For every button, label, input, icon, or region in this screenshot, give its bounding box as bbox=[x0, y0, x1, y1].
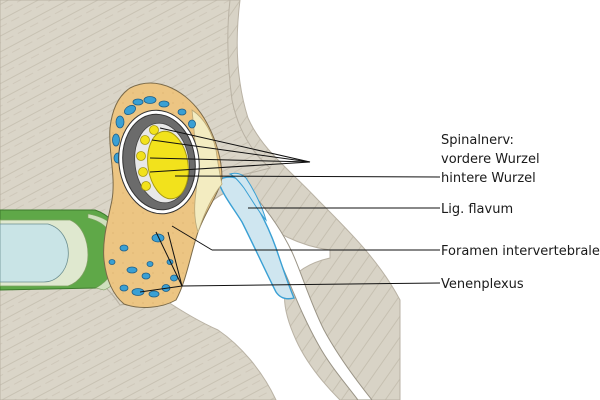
venous-plexus bbox=[108, 96, 196, 298]
label-foramen-intervertebrale: Foramen intervertebrale bbox=[441, 244, 600, 259]
disc-nucleus bbox=[0, 223, 69, 283]
posterior-root bbox=[147, 130, 189, 200]
label-lig-flavum: Lig. flavum bbox=[441, 202, 513, 217]
ligamentum-flavum-inner bbox=[228, 172, 268, 222]
anterior-root-fascicles bbox=[136, 125, 159, 191]
label-venenplexus: Venenplexus bbox=[441, 277, 524, 292]
label-spinalnerv: Spinalnerv: bbox=[441, 133, 514, 148]
label-hintere-wurzel: hintere Wurzel bbox=[441, 171, 536, 186]
leader-lines bbox=[139, 127, 441, 293]
label-vordere-wurzel: vordere Wurzel bbox=[441, 152, 540, 167]
